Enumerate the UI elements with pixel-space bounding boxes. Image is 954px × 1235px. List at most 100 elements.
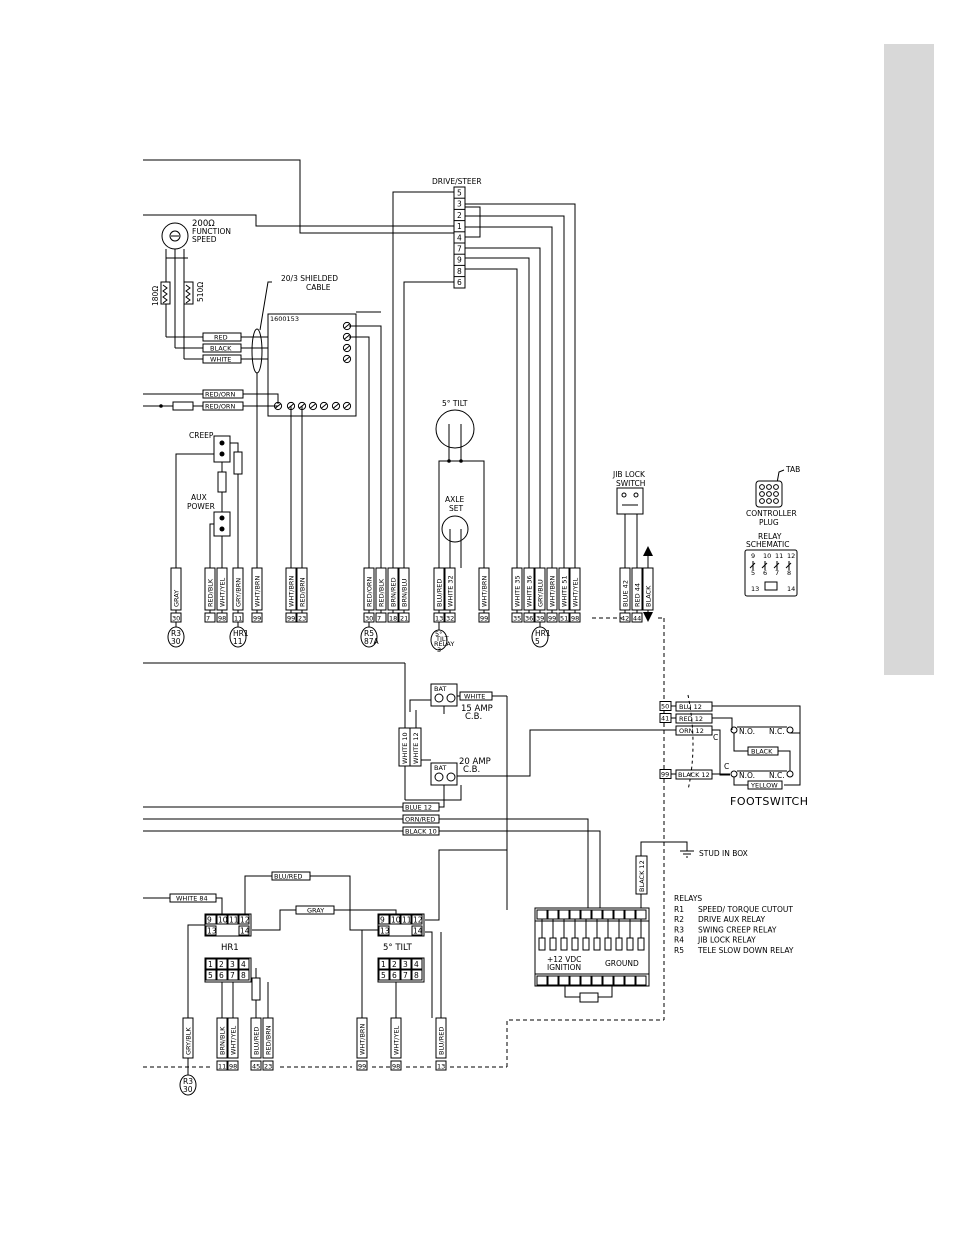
cb20-label-2: C.B. — [463, 765, 480, 775]
jib-lock-switch: JIB LOCK SWITCH — [612, 470, 653, 622]
wire-tag: BLUE 42 — [622, 580, 630, 607]
wire-number: 51 — [560, 615, 568, 623]
fs-c-2: C — [724, 762, 729, 771]
drive-steer-pin: 5 — [457, 189, 462, 198]
wire-label-black-fs: BLACK — [751, 748, 773, 756]
plug-pin — [766, 491, 772, 497]
wire-label-black: BLACK — [210, 345, 232, 353]
aux-power-switch: AUX POWER — [187, 493, 231, 568]
relay-pin-number: 12 — [787, 552, 795, 560]
controller-plug-label-2: PLUG — [759, 518, 779, 527]
wire-tag: RED 44 — [634, 583, 642, 607]
plug-pin — [759, 484, 765, 490]
page-tab-strip — [884, 44, 934, 675]
pot-value: 200Ω — [192, 219, 215, 229]
relay-pin: 1 — [381, 960, 386, 969]
wire-tag: WHT/BRN — [359, 1024, 367, 1055]
relay-legend-desc: TELE SLOW DOWN RELAY — [697, 946, 794, 955]
drive-steer-pin: 4 — [457, 233, 462, 242]
wire-label-red-12: RED 12 — [679, 715, 703, 723]
wire-tag: WHITE 51 — [561, 575, 569, 607]
wire-tag: GRAY — [173, 590, 181, 607]
relay-legend-code: R3 — [674, 925, 684, 934]
wire-label-red-orn-2: RED/ORN — [205, 403, 235, 411]
wire-label-white: WHITE — [210, 356, 231, 364]
cb20-bat-label: BAT — [434, 764, 446, 772]
wire-tag: BLU/RED — [253, 1027, 261, 1055]
circuit-breaker-15a: BAT WHITE 15 AMP C.B. — [430, 683, 507, 722]
wire-number: 11 — [218, 1063, 226, 1071]
fs-nc-2: N.C. — [769, 771, 785, 780]
wire-tag: WHITE 35 — [514, 575, 522, 607]
jib-lock-label-1: JIB LOCK — [612, 470, 646, 479]
drive-steer-pin: 9 — [457, 256, 462, 265]
wire-label-white-cb: WHITE — [464, 693, 485, 701]
controller-module: 1600153 — [267, 313, 357, 417]
relay-legend-desc: SPEED/ TORQUE CUTOUT — [698, 905, 793, 914]
ignition-label-2: IGNITION — [547, 963, 581, 972]
relay-pin: 13 — [380, 927, 390, 936]
wire-tag: WHT/BRN — [254, 576, 262, 607]
callout-bubble — [531, 626, 549, 648]
wire-number: 99 — [287, 615, 295, 623]
callout-name: TILT — [435, 635, 449, 643]
callout-number: 87A — [364, 637, 380, 646]
callout-bubble — [360, 626, 378, 648]
upper-wire-bundle: GRAY30RED/BLK7WHT/YEL98GRY/BRN11WHT/BRN9… — [170, 540, 654, 623]
wire-tag: RED/BRN — [265, 1025, 273, 1055]
wire-number: 11 — [234, 615, 242, 623]
wire-label-blu-red: BLU/RED — [274, 873, 302, 881]
wire-tag: WHT/YEL — [572, 577, 580, 607]
controller-plug-label-1: CONTROLLER — [746, 509, 797, 518]
wire-number: 99 — [548, 615, 556, 623]
relay-pin-number: 10 — [763, 552, 771, 560]
relay-pin: 8 — [414, 971, 419, 980]
wire-label-white-84: WHITE 84 — [176, 895, 208, 903]
wire-number: 98 — [571, 615, 579, 623]
fs-c-1: C — [713, 733, 718, 742]
creep-label: CREEP — [189, 431, 214, 440]
wire-label-red-orn-1: RED/ORN — [205, 391, 235, 399]
wire-tag: RED/BLK — [207, 578, 215, 607]
function-speed-potentiometer: 200Ω FUNCTION SPEED 180Ω 510Ω — [151, 219, 231, 359]
wire-tag: WHT/YEL — [219, 577, 227, 607]
wire-number: 13 — [437, 1063, 445, 1071]
shielded-cable — [251, 328, 263, 374]
callout-bubble — [430, 629, 448, 651]
wire-number: 7 — [206, 615, 210, 623]
wire-tag: GRY/BRN — [235, 578, 243, 607]
plug-pin — [759, 498, 765, 504]
plug-pin — [766, 484, 772, 490]
relay-pin: 13 — [207, 927, 217, 936]
ignition-label-1: +12 VDC — [547, 955, 581, 964]
drive-steer-pin: 3 — [457, 200, 462, 209]
resistor-510-label: 510Ω — [196, 282, 205, 302]
controller-plug: TAB CONTROLLER PLUG — [746, 465, 800, 527]
relay-pin: 12 — [413, 916, 423, 925]
callout-number: 11 — [233, 637, 243, 646]
wire-number: 13 — [435, 615, 443, 623]
wire-label-black-12-fs: BLACK 12 — [678, 771, 710, 779]
cb15-label-1: 15 AMP — [461, 704, 493, 714]
relay-pin: 9 — [380, 916, 385, 925]
cb15-bat-label: BAT — [434, 685, 446, 693]
relay-legend-desc: DRIVE AUX RELAY — [698, 915, 765, 924]
relay-pin: 7 — [230, 971, 235, 980]
wire-tag: WHT/YEL — [230, 1025, 238, 1055]
wire-number: 36 — [525, 615, 533, 623]
relay-pin: 3 — [403, 960, 408, 969]
relay-legend-code: R5 — [674, 946, 684, 955]
wire-tag: WHT/BRN — [288, 576, 296, 607]
relay-pin: 9 — [207, 916, 212, 925]
wire-label-black-10: BLACK 10 — [405, 828, 437, 836]
relay-pin: 10 — [391, 916, 401, 925]
aux-power-label-2: POWER — [187, 502, 215, 511]
wire-tag: BRN/BLK — [219, 1026, 227, 1055]
axle-set-label-2: SET — [449, 504, 463, 513]
ground-label: GROUND — [605, 959, 639, 968]
tilt-sensor: 5° TILT — [435, 399, 485, 568]
relay-pin: 2 — [219, 960, 224, 969]
resistor-180-label: 180Ω — [151, 286, 160, 306]
